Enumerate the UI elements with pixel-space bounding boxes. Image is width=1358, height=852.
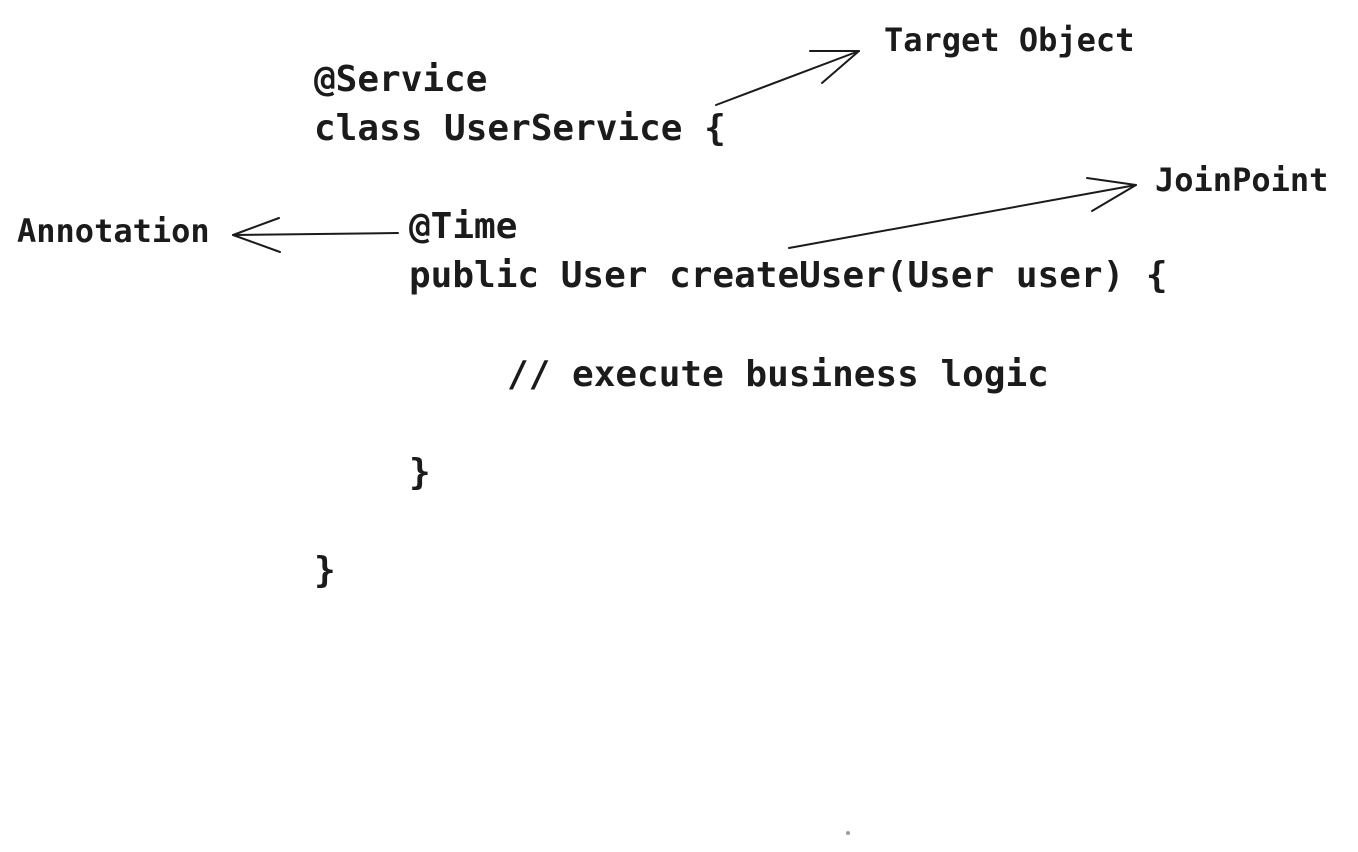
label-annotation: Annotation xyxy=(17,212,210,250)
code-method-signature: public User createUser(User user) { xyxy=(409,255,1168,296)
code-class-close-brace: } xyxy=(314,550,336,591)
stray-dot xyxy=(846,831,850,835)
label-target-object: Target Object xyxy=(884,21,1135,59)
code-service-annotation: @Service xyxy=(314,59,488,100)
code-time-annotation: @Time xyxy=(409,206,518,247)
code-comment: // execute business logic xyxy=(507,354,1049,395)
code-class-declaration: class UserService { xyxy=(314,108,726,149)
arrow-to-join-point xyxy=(788,177,1137,249)
arrow-to-annotation xyxy=(232,217,399,253)
code-method-close-brace: } xyxy=(409,452,431,493)
arrow-to-target-object xyxy=(715,50,860,106)
label-join-point: JoinPoint xyxy=(1155,161,1329,199)
